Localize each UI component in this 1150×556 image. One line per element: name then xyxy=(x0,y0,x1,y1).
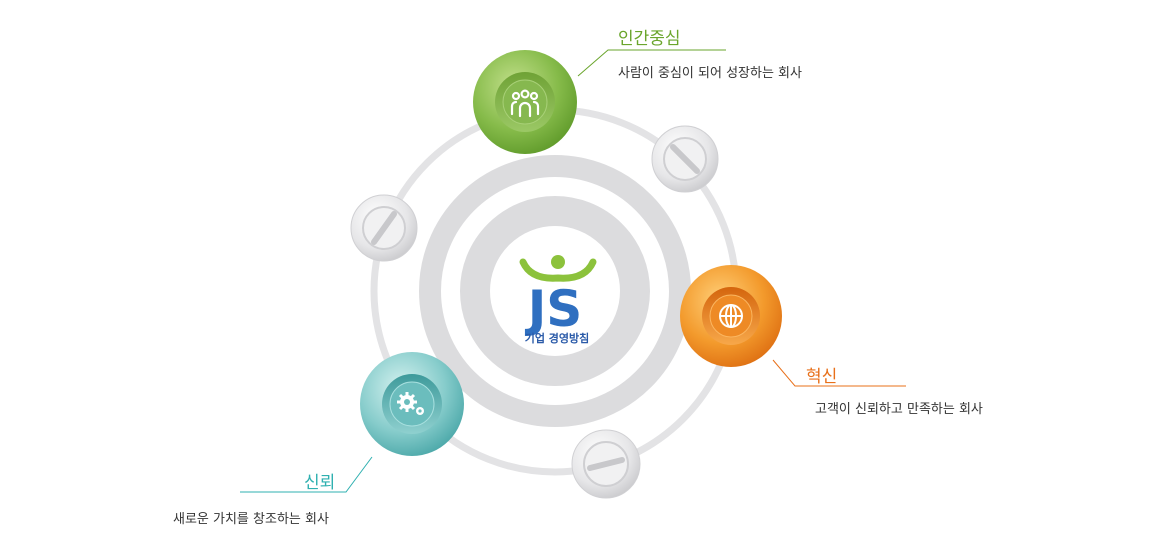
human-description: 사람이 중심이 되어 성장하는 회사 xyxy=(618,66,802,81)
trust-description: 새로운 가치를 창조하는 회사 xyxy=(173,512,329,527)
company-logo: JS xyxy=(519,255,597,338)
innovation-leader-line xyxy=(772,359,906,387)
screw-node xyxy=(571,429,641,499)
globe-icon xyxy=(719,304,743,328)
trust-title: 신뢰 xyxy=(304,473,336,493)
people-icon xyxy=(510,89,540,118)
trust-leader-line xyxy=(240,456,373,493)
screw-node xyxy=(350,194,418,262)
human-leader-line xyxy=(577,49,726,77)
inner-ring xyxy=(460,196,650,386)
innovation-title: 혁신 xyxy=(806,367,838,387)
human-node xyxy=(473,50,577,154)
innovation-description: 고객이 신뢰하고 만족하는 회사 xyxy=(815,402,983,417)
human-title: 인간중심 xyxy=(618,29,681,49)
screw-node xyxy=(651,125,719,193)
trust-node xyxy=(360,352,464,456)
middle-ring xyxy=(419,155,691,427)
gears-icon xyxy=(397,392,424,415)
logo-caption: 기업 경영방침 xyxy=(524,332,590,345)
logo-mark: JS xyxy=(525,280,583,338)
innovation-node xyxy=(680,265,782,367)
